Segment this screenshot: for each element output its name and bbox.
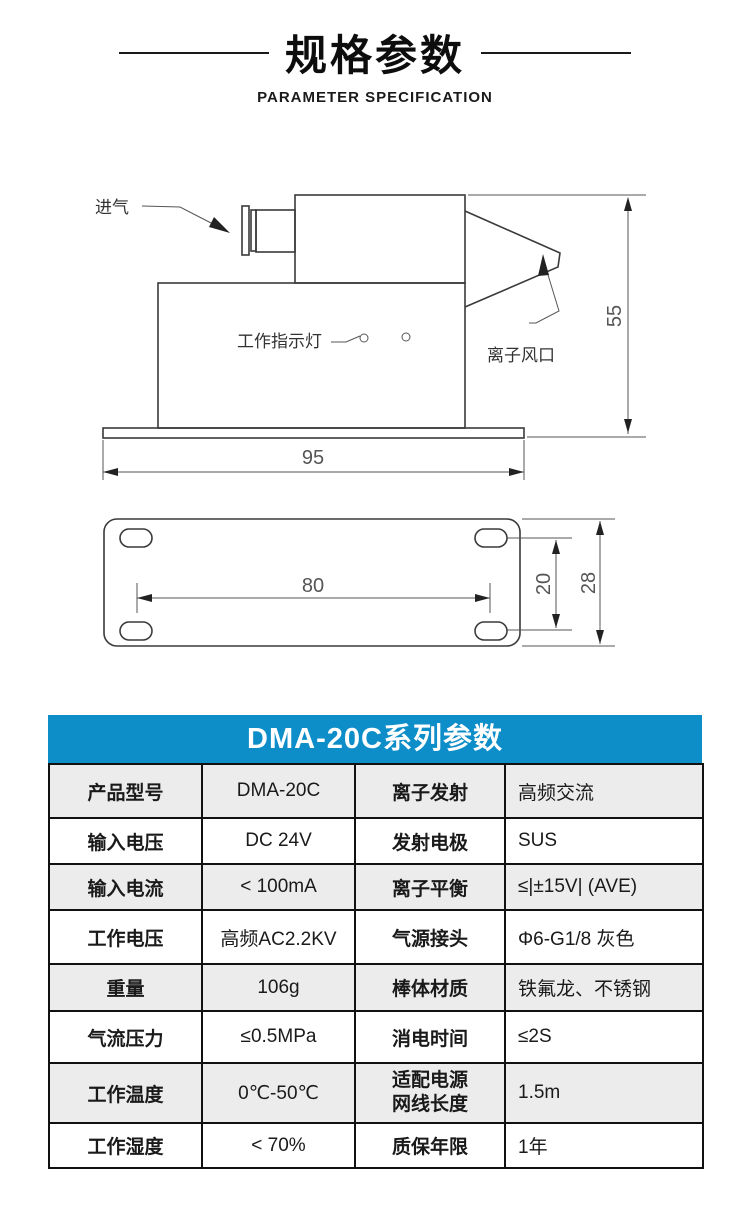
indicator-light-1	[359, 333, 369, 343]
table-row: 产品型号 DMA-20C 离子发射 高频交流	[48, 763, 704, 819]
spec-value: 1.5m	[504, 1062, 704, 1124]
dim-20: 20	[507, 537, 572, 631]
spec-value: 0℃-50℃	[201, 1062, 356, 1124]
spec-table-section: DMA-20C系列参数 产品型号 DMA-20C 离子发射 高频交流 输入电压 …	[48, 715, 704, 1169]
dim-95: 95	[102, 440, 525, 480]
spec-value: 1年	[504, 1122, 704, 1169]
spec-value: 高频AC2.2KV	[201, 909, 356, 965]
mounting-plate	[103, 518, 521, 647]
air-fitting	[241, 205, 296, 256]
indicator-light-2	[401, 332, 411, 342]
ion-outlet-label: 离子风口	[487, 346, 555, 365]
title-right-rule	[481, 51, 631, 54]
slot-bottom-right	[474, 621, 508, 641]
page-title: 规格参数	[284, 32, 465, 79]
spec-key: 工作湿度	[48, 1122, 203, 1169]
side-view: 进气 工作指示灯 离子风口 55	[95, 194, 646, 480]
spec-value: < 70%	[201, 1122, 356, 1169]
indicator-leader	[331, 335, 361, 343]
spec-value: DMA-20C	[201, 763, 356, 819]
dim-20-value: 20	[533, 573, 555, 595]
dim-80: 80	[136, 575, 491, 613]
spec-value: 高频交流	[504, 763, 704, 819]
spec-table-title: DMA-20C系列参数	[48, 715, 702, 763]
dim-95-value: 95	[302, 447, 324, 469]
spec-key: 输入电流	[48, 863, 203, 911]
table-row: 重量 106g 棒体材质 铁氟龙、不锈钢	[48, 963, 704, 1012]
spec-key-line1: 适配电源	[391, 1070, 468, 1092]
spec-key: 离子发射	[354, 763, 506, 819]
table-row: 输入电压 DC 24V 发射电极 SUS	[48, 817, 704, 865]
table-row: 工作湿度 < 70% 质保年限 1年	[48, 1122, 704, 1169]
dim-28: 28	[522, 518, 615, 647]
air-inlet-leader	[141, 205, 214, 225]
spec-key: 棒体材质	[354, 963, 506, 1012]
dim-80-value: 80	[302, 575, 324, 597]
spec-value: < 100mA	[201, 863, 356, 911]
side-view-top-block	[294, 194, 466, 284]
spec-value: 铁氟龙、不锈钢	[504, 963, 704, 1012]
spec-value: ≤2S	[504, 1010, 704, 1064]
air-inlet-arrow-icon	[209, 217, 230, 233]
table-row: 工作温度 0℃-50℃ 适配电源 网线长度 1.5m	[48, 1062, 704, 1124]
dim-28-value: 28	[578, 572, 600, 594]
spec-key: 重量	[48, 963, 203, 1012]
ion-nozzle	[464, 210, 561, 308]
title-left-rule	[118, 51, 269, 54]
spec-value: 106g	[201, 963, 356, 1012]
technical-drawing: 进气 工作指示灯 离子风口 55	[95, 194, 646, 647]
table-row: 输入电流 < 100mA 离子平衡 ≤|±15V| (AVE)	[48, 863, 704, 911]
spec-value: ≤|±15V| (AVE)	[504, 863, 704, 911]
dim-55-value: 55	[604, 305, 626, 327]
slot-bottom-left	[119, 621, 153, 641]
side-view-base-plate	[102, 427, 525, 439]
ion-outlet-leader	[529, 264, 560, 324]
air-inlet-label: 进气	[95, 198, 129, 217]
slot-top-right	[474, 528, 508, 548]
spec-table: 产品型号 DMA-20C 离子发射 高频交流 输入电压 DC 24V 发射电极 …	[48, 763, 704, 1169]
spec-key: 发射电极	[354, 817, 506, 865]
spec-key: 产品型号	[48, 763, 203, 819]
spec-key-line2: 网线长度	[391, 1094, 468, 1115]
spec-key: 气流压力	[48, 1010, 203, 1064]
spec-key: 工作电压	[48, 909, 203, 965]
spec-key: 工作温度	[48, 1062, 203, 1124]
technical-drawing-section: 进气 工作指示灯 离子风口 55	[0, 140, 750, 715]
spec-key: 质保年限	[354, 1122, 506, 1169]
spec-key: 离子平衡	[354, 863, 506, 911]
spec-value: Φ6-G1/8 灰色	[504, 909, 704, 965]
slot-top-left	[119, 528, 153, 548]
spec-key: 气源接头	[354, 909, 506, 965]
spec-key: 适配电源 网线长度	[354, 1062, 506, 1124]
spec-value: DC 24V	[201, 817, 356, 865]
spec-key: 输入电压	[48, 817, 203, 865]
ion-outlet-arrow-icon	[538, 254, 549, 276]
page-subtitle: PARAMETER SPECIFICATION	[257, 89, 493, 106]
table-row: 气流压力 ≤0.5MPa 消电时间 ≤2S	[48, 1010, 704, 1064]
title-section: 规格参数 PARAMETER SPECIFICATION	[0, 0, 750, 140]
spec-value: ≤0.5MPa	[201, 1010, 356, 1064]
dim-55: 55	[468, 194, 646, 438]
indicator-label: 工作指示灯	[237, 332, 322, 351]
side-view-body	[157, 282, 466, 429]
bottom-view: 80 20 28	[103, 518, 615, 647]
spec-value: SUS	[504, 817, 704, 865]
spec-key: 消电时间	[354, 1010, 506, 1064]
table-row: 工作电压 高频AC2.2KV 气源接头 Φ6-G1/8 灰色	[48, 909, 704, 965]
